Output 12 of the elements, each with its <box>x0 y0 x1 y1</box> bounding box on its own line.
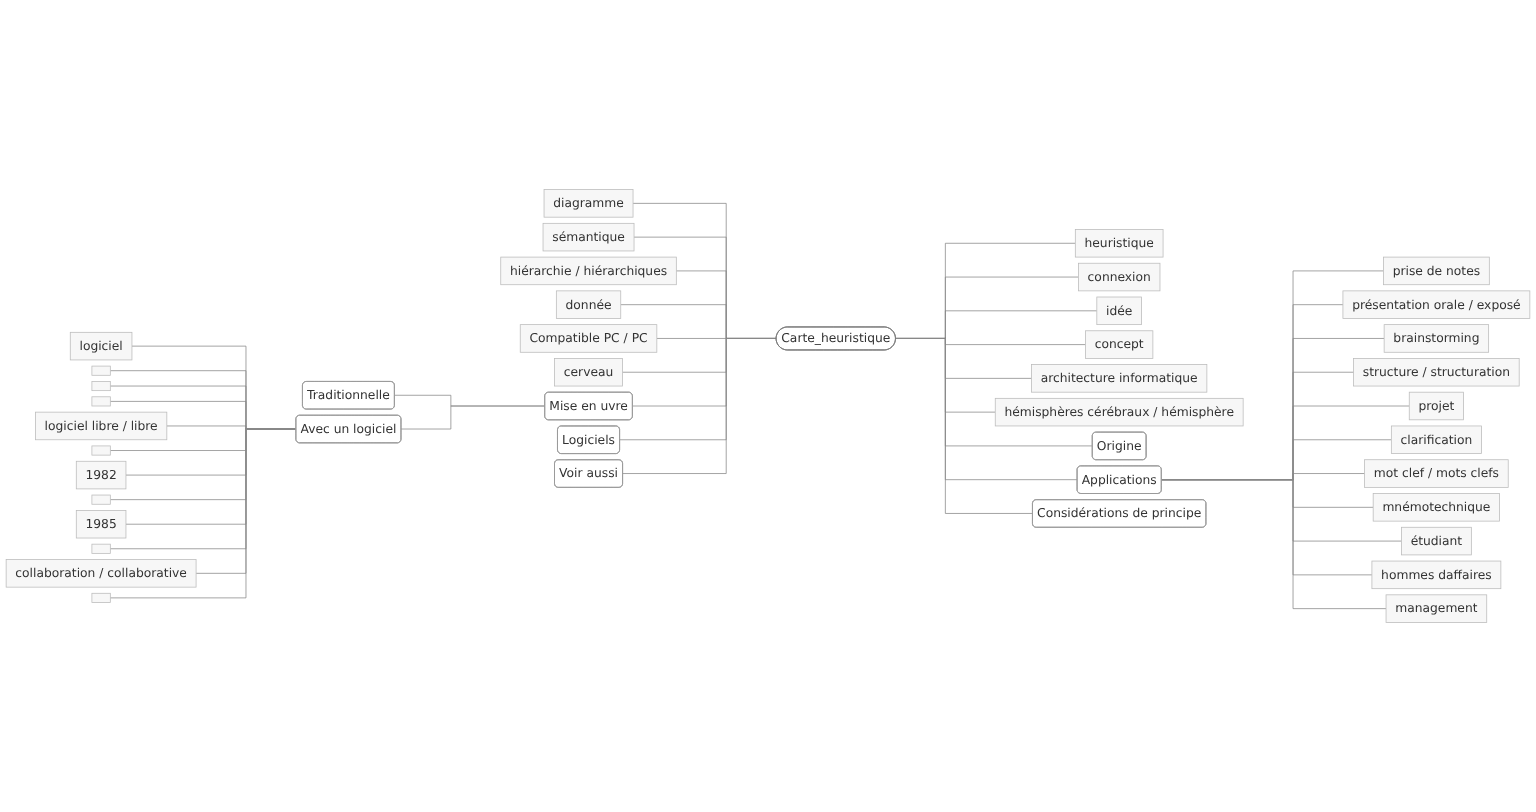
node-box <box>91 592 111 603</box>
node-box <box>91 543 111 554</box>
node-box <box>91 365 111 376</box>
node-box <box>91 445 111 456</box>
connector <box>895 338 1033 514</box>
connector <box>622 338 777 474</box>
connector <box>400 405 546 430</box>
node-box <box>91 396 111 407</box>
node-box <box>91 381 111 392</box>
connector <box>1160 479 1387 609</box>
connector <box>109 428 297 599</box>
node-box <box>91 494 111 505</box>
